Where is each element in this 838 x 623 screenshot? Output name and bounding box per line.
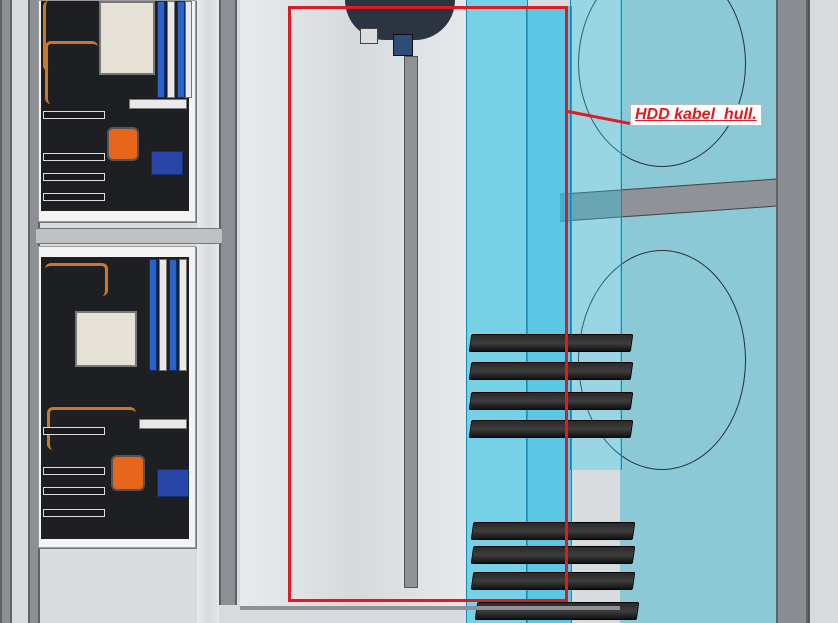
gigabyte-logo-icon — [107, 127, 139, 161]
frame-crossbar — [36, 228, 222, 244]
motherboard-bottom — [38, 246, 196, 548]
motherboard-top — [38, 0, 196, 222]
frame-bar-mid — [219, 0, 237, 605]
hdd-cable-channel-side — [570, 0, 622, 470]
back-wall — [240, 0, 466, 610]
annotation-label: HDD kabel hull. — [630, 104, 762, 126]
floor-edge — [240, 606, 620, 610]
side-panel — [197, 0, 219, 623]
hdd-drive — [474, 602, 640, 620]
hdd-cable-channel — [466, 0, 528, 623]
annotation-highlight-box — [288, 6, 568, 602]
frame-bar-right — [776, 0, 808, 623]
fitting-cap-right — [393, 34, 413, 56]
gigabyte-logo-icon — [111, 455, 145, 491]
fitting-cap-left — [360, 28, 378, 44]
frame-edge-right — [808, 0, 838, 623]
frame-bar-left — [0, 0, 12, 623]
fan-bottom — [578, 250, 746, 470]
rear-rod — [404, 56, 418, 588]
hdd-cable-channel-front — [526, 6, 572, 623]
